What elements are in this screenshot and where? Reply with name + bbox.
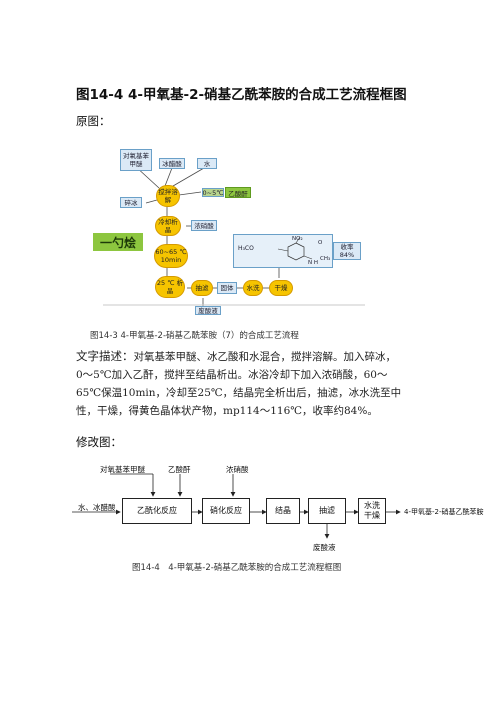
original-flow-figure: 对氧基苯甲醚 冰醋酸 水 碎冰 搅拌溶解 0~5℃ 乙酸酐 冷却析晶 浓硝酸 一… (93, 140, 365, 315)
nitric-acid-box: 浓硝酸 (191, 220, 217, 231)
description-paragraph: 文字描述：对氧基苯甲醚、冰乙酸和水混合，搅拌溶解。加入碎冰， 0～5℃加入乙酐，… (76, 347, 436, 420)
original-connectors (103, 165, 365, 306)
product-nh: N H (308, 260, 318, 266)
product-methoxy: H₃CO (238, 245, 254, 252)
cool-crystallize-node: 冷却析晶 (155, 216, 181, 236)
product-oxygen: O (318, 240, 323, 246)
input-nitric: 浓硝酸 (226, 465, 249, 474)
modified-connectors (72, 473, 401, 539)
modified-flow-figure: 对氧基苯甲醚 乙酸酐 浓硝酸 水、冰醋酸 乙酰化反应 硝化反应 结晶 抽滤 水洗… (70, 460, 484, 555)
stir-dissolve-node: 搅拌溶解 (156, 185, 180, 207)
modified-label: 修改图： (76, 435, 122, 449)
modified-caption: 图14-4 4-甲氧基-2-硝基乙酰苯胺的合成工艺流程框图 (132, 563, 342, 573)
filter-node: 抽滤 (191, 280, 213, 296)
acetic-anhydride-box: 乙酸酐 (225, 187, 251, 198)
input-reactant: 对氧基苯甲醚 (100, 465, 145, 474)
step-wash-dry: 水洗 干燥 (358, 498, 386, 524)
product-nitro: NO₂ (292, 236, 303, 242)
original-label: 原图： (76, 114, 111, 128)
stamp-label: 一勺烩 (93, 233, 143, 251)
step-acetylation: 乙酰化反应 (122, 498, 192, 524)
step-filter: 抽滤 (308, 498, 346, 524)
step-nitration: 硝化反应 (202, 498, 250, 524)
reactant-box: 对氧基苯甲醚 (120, 149, 152, 171)
crushed-ice-box: 碎冰 (120, 197, 142, 208)
final-product: 4-甲氧基-2-硝基乙酰苯胺 (404, 508, 484, 516)
hold-temp-node: 60~65 ℃ 10min (154, 244, 188, 268)
product-structure-box: H₃CO NO₂ O N H CH₃ (233, 234, 333, 268)
temp-condition-box: 0~5℃ (202, 188, 224, 197)
input-anhydride: 乙酸酐 (168, 465, 191, 474)
crystallize-25-node: 25 ℃ 析晶 (155, 276, 185, 298)
waste-output: 废酸液 (313, 543, 336, 552)
page-heading: 图14-4 4-甲氧基-2-硝基乙酰苯胺的合成工艺流程框图 (76, 87, 407, 103)
dry-node: 干燥 (269, 280, 293, 296)
original-caption: 图14-3 4-甲氧基-2-硝基乙酰苯胺（7）的合成工艺流程 (90, 331, 299, 341)
water-box: 水 (197, 158, 217, 169)
acetic-acid-box: 冰醋酸 (159, 158, 185, 169)
description-line-2: 0～5℃加入乙酐，搅拌至结晶析出。冰浴冷却下加入浓硝酸，60～ (76, 369, 388, 381)
input-water-acid: 水、冰醋酸 (78, 503, 116, 512)
solid-box: 固体 (217, 282, 237, 294)
product-structure-icon (277, 236, 313, 261)
description-line-1: 文字描述：对氧基苯甲醚、冰乙酸和水混合，搅拌溶解。加入碎冰， (76, 349, 396, 363)
description-line-4: 性，干燥，得黄色晶体状产物，mp114～116℃，收率约84%。 (76, 405, 378, 417)
step-crystallize: 结晶 (266, 498, 300, 524)
description-line-3: 65℃保温10min，冷却至25℃，结晶完全析出后，抽滤，冰水洗至中 (76, 387, 402, 399)
waste-acid-box: 废酸液 (195, 306, 221, 315)
wash-node: 水洗 (243, 280, 263, 296)
product-methyl: CH₃ (320, 256, 331, 262)
yield-box: 收率 84% (333, 242, 361, 260)
